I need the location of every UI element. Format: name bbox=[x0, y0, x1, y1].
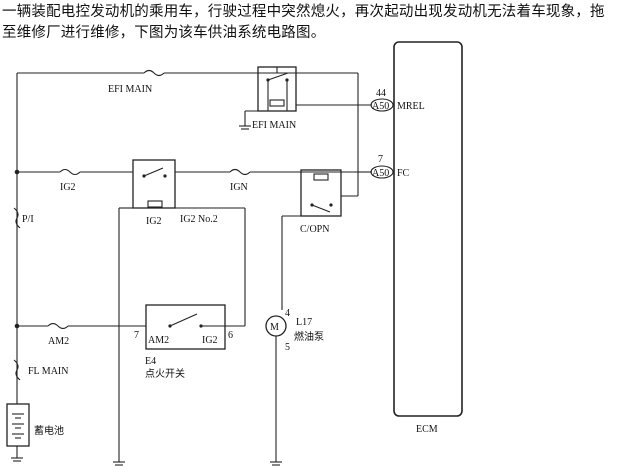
ig2-no2-fuse-label: IG2 No.2 bbox=[180, 214, 218, 225]
ignition-switch-terminal-am2: AM2 bbox=[148, 335, 169, 346]
relay-coil-symbol bbox=[313, 173, 329, 181]
ecm-label: ECM bbox=[416, 424, 438, 435]
mrel-connector-code: A50 bbox=[372, 101, 389, 112]
copn-relay-label: C/OPN bbox=[300, 224, 329, 235]
fc-signal-label: FC bbox=[397, 168, 410, 179]
ign-fuse-symbol bbox=[229, 168, 251, 176]
pi-fuse-symbol bbox=[13, 207, 21, 229]
switch-arm bbox=[169, 313, 198, 327]
pi-fuse-label: P/I bbox=[22, 214, 34, 225]
relay-coil-symbol bbox=[269, 99, 285, 107]
relay-switch-arm bbox=[267, 72, 289, 81]
ignition-switch-terminal-ig2: IG2 bbox=[202, 335, 218, 346]
efi-main-fuse-label: EFI MAIN bbox=[108, 84, 152, 95]
am2-fuse-label: AM2 bbox=[48, 336, 69, 347]
relay-switch-arm bbox=[143, 167, 164, 177]
fuel-pump-pin-top: 4 bbox=[285, 308, 290, 319]
ignition-switch bbox=[145, 304, 226, 350]
mrel-pin-number: 44 bbox=[376, 88, 386, 99]
efi-main-relay-label: EFI MAIN bbox=[252, 120, 296, 131]
connector-a50-mrel bbox=[370, 98, 394, 112]
fc-connector-code: A50 bbox=[372, 168, 389, 179]
battery-label: 蓄电池 bbox=[34, 424, 64, 437]
relay-contact bbox=[329, 203, 333, 207]
ignition-switch-pin-am2: 7 bbox=[134, 330, 139, 341]
ig2-relay bbox=[132, 159, 176, 209]
connector-a50-fc bbox=[370, 165, 394, 179]
copn-relay bbox=[300, 169, 342, 217]
ignition-switch-pin-ig2: 6 bbox=[228, 330, 233, 341]
efi-main-fuse-symbol bbox=[143, 69, 165, 77]
fuel-pump-pin-bottom: 5 bbox=[285, 342, 290, 353]
ignition-switch-code: E4 bbox=[145, 356, 156, 367]
relay-switch-arm bbox=[311, 204, 331, 213]
ignition-switch-name: 点火开关 bbox=[145, 367, 185, 380]
relay-coil-symbol bbox=[147, 200, 163, 208]
am2-fuse-symbol bbox=[47, 322, 69, 330]
efi-main-relay bbox=[257, 66, 297, 112]
battery-symbol bbox=[6, 403, 30, 447]
mrel-signal-label: MREL bbox=[397, 101, 425, 112]
relay-contact bbox=[163, 174, 167, 178]
ecm-box bbox=[393, 41, 463, 417]
fc-pin-number: 7 bbox=[378, 154, 383, 165]
fl-main-fuse-label: FL MAIN bbox=[28, 366, 68, 377]
ig2-fuse-symbol bbox=[59, 168, 81, 176]
question-text: 一辆装配电控发动机的乘用车，行驶过程中突然熄火，再次起动出现发动机无法着车现象，… bbox=[2, 4, 605, 41]
ign-fuse-label: IGN bbox=[230, 182, 248, 193]
fl-main-fuse-symbol bbox=[13, 359, 21, 381]
fuel-pump-code: L17 bbox=[296, 317, 312, 328]
ig2-fuse-label: IG2 bbox=[60, 182, 76, 193]
fuel-pump-symbol: M bbox=[270, 322, 279, 333]
fuel-pump-name: 燃油泵 bbox=[294, 330, 324, 343]
ig2-relay-label: IG2 bbox=[146, 216, 162, 227]
